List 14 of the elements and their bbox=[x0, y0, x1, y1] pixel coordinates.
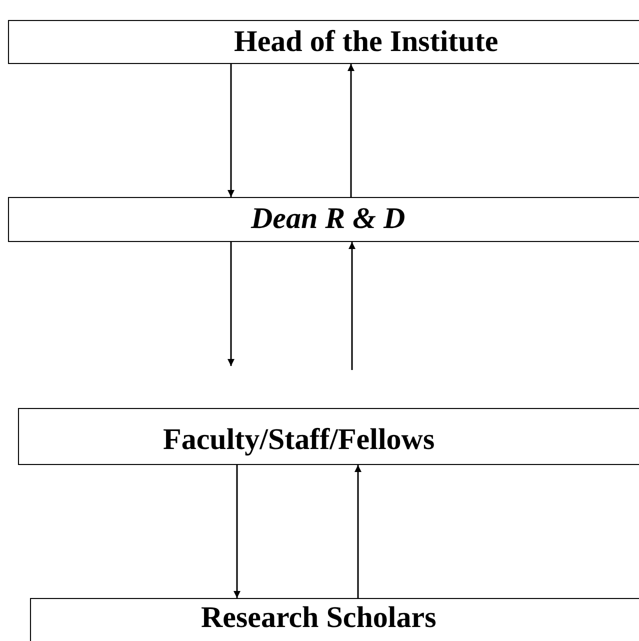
arrow bbox=[234, 465, 240, 598]
arrow bbox=[228, 64, 234, 197]
box-label: Faculty/Staff/Fellows bbox=[163, 423, 435, 457]
box-label: Dean R & D bbox=[251, 202, 406, 236]
process-box bbox=[8, 20, 639, 64]
box-label: Head of the Institute bbox=[234, 25, 498, 59]
process-box bbox=[8, 197, 639, 242]
arrow bbox=[348, 64, 354, 197]
process-box bbox=[30, 598, 639, 641]
arrow bbox=[228, 242, 234, 366]
arrow bbox=[354, 465, 362, 598]
process-box bbox=[18, 408, 639, 465]
arrow bbox=[348, 242, 356, 370]
box-label: Research Scholars bbox=[201, 601, 436, 635]
